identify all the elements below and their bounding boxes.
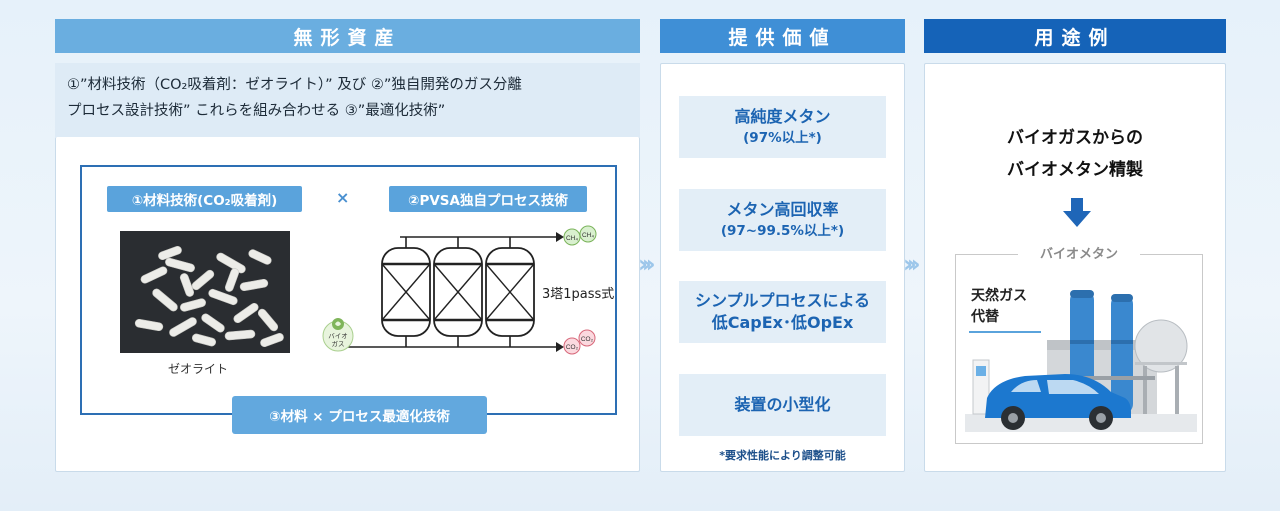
ch4-label-1: CH₄ xyxy=(566,235,578,242)
ch4-molecule-icon xyxy=(579,225,597,243)
gas-label-line-2: 代替 xyxy=(971,309,999,325)
zeolite-photo xyxy=(120,231,290,353)
co2-molecule-icon xyxy=(563,337,581,355)
blue-tank-icon xyxy=(1111,294,1133,414)
pvsa-process-tag: ②PVSA独自プロセス技術 xyxy=(389,186,587,212)
ch4-molecule-icon xyxy=(563,228,581,246)
value-card-cost: シンプルプロセスによる 低CapEx･低OpEx xyxy=(679,281,886,343)
zeolite-label: ゼオライト xyxy=(168,362,229,376)
value-card-recovery: メタン高回収率 (97~99.5%以上*) xyxy=(679,189,886,251)
chevron-right-icon: ››› xyxy=(638,250,656,278)
charging-station-icon xyxy=(972,359,990,415)
biomethane-label: バイオメタン xyxy=(1018,243,1140,267)
footnote: *要求性能により調整可能 xyxy=(719,449,846,462)
cross-symbol: × xyxy=(336,188,350,207)
value-title: メタン高回収率 xyxy=(726,200,839,219)
header-use-cases: 用途例 xyxy=(924,19,1226,53)
material-tech-tag: ①材料技術(CO₂吸着剤) xyxy=(107,186,302,212)
exhaust-arrow-icon xyxy=(556,342,564,352)
pvsa-process-diagram: CH₄ CH₄ CO₂ CO₂ バイオ ガス xyxy=(322,225,597,355)
product-arrow-icon xyxy=(556,232,564,242)
biogas-icon xyxy=(322,318,354,352)
description-line-2: プロセス設計技術” これらを組み合わせる ③”最適化技術” xyxy=(67,103,446,119)
arrow-down-icon xyxy=(1063,198,1091,227)
header-provided-value: 提供価値 xyxy=(660,19,905,53)
optimization-tech-tag: ③材料 × プロセス最適化技術 xyxy=(232,396,487,434)
co2-label-2: CO₂ xyxy=(581,336,594,343)
co2-molecule-icon xyxy=(578,329,596,347)
biogas-label-line-2: ガス xyxy=(332,339,345,348)
description-line-1: ①”材料技術（CO₂吸着剤：ゼオライト）” 及び ②”独自開発のガス分離 xyxy=(67,77,522,93)
value-subtitle: (97~99.5%以上*) xyxy=(720,223,845,239)
value-title: 高純度メタン xyxy=(734,107,831,126)
car-icon xyxy=(985,374,1131,430)
use-case-title: バイオガスからの バイオメタン精製 xyxy=(924,122,1226,186)
use-case-title-line-1: バイオガスからの xyxy=(1007,128,1143,148)
value-card-compact: 装置の小型化 xyxy=(679,374,886,436)
value-subtitle: 低CapEx･低OpEx xyxy=(711,313,854,332)
co2-label-1: CO₂ xyxy=(566,344,579,351)
intangible-description: ①”材料技術（CO₂吸着剤：ゼオライト）” 及び ②”独自開発のガス分離 プロセ… xyxy=(55,63,640,137)
use-case-title-line-2: バイオメタン精製 xyxy=(1007,160,1143,180)
value-subtitle: (97%以上*) xyxy=(743,130,822,146)
value-title: シンプルプロセスによる xyxy=(694,291,871,310)
value-card-purity: 高純度メタン (97%以上*) xyxy=(679,96,886,158)
tower-config-label: 3塔1pass式 xyxy=(542,287,615,302)
biogas-label-line-1: バイオ xyxy=(328,332,348,340)
ch4-label-2: CH₄ xyxy=(582,232,594,239)
gas-label-underline xyxy=(969,331,1041,333)
industrial-plant-illustration xyxy=(965,290,1197,432)
value-title: 装置の小型化 xyxy=(734,395,831,414)
gas-label-line-1: 天然ガス xyxy=(971,288,1027,304)
header-intangible-assets: 無形資産 xyxy=(55,19,640,53)
zeolite-pellets-illustration xyxy=(120,231,290,353)
spherical-tank-icon xyxy=(1134,319,1188,414)
natural-gas-alternative-label: 天然ガス 代替 xyxy=(971,286,1027,328)
